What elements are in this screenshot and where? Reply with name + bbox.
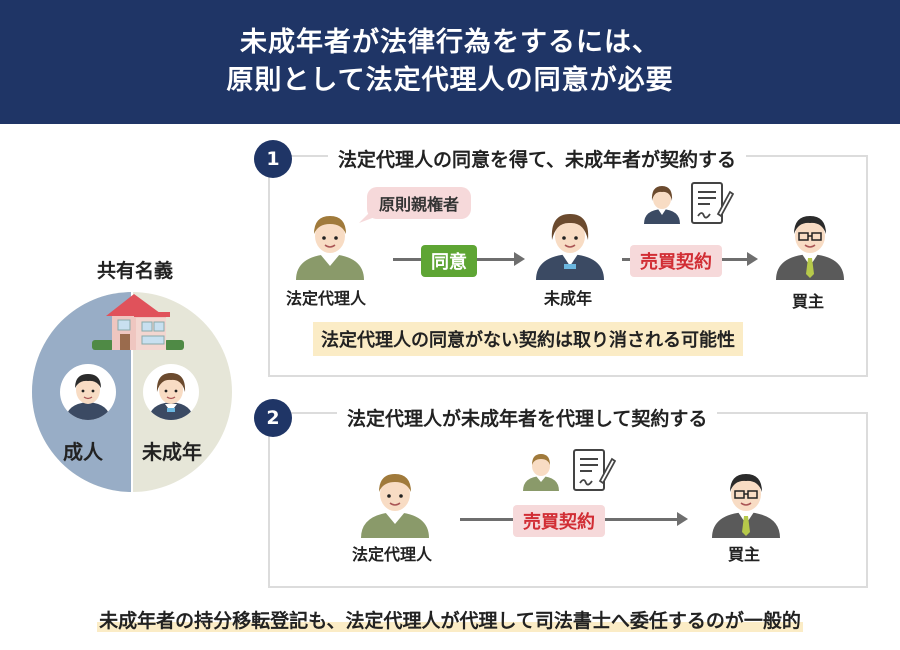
consent-badge: 同意 xyxy=(421,245,477,277)
section1-minor-label: 未成年 xyxy=(544,289,593,308)
section1-buyer-label: 買主 xyxy=(792,292,825,311)
parental-authority-bubble: 原則親権者 xyxy=(367,187,472,219)
section2-title: 法定代理人が未成年者を代理して契約する xyxy=(337,404,718,431)
agent-small-avatar-icon xyxy=(521,447,561,491)
sales-contract-badge-2: 売買契約 xyxy=(513,505,605,537)
header-banner: 未成年者が法律行為をするには、 原則として法定代理人の同意が必要 xyxy=(0,0,900,124)
contract-document-icon xyxy=(688,180,734,226)
bubble-tail-icon xyxy=(359,207,375,223)
header-title-line1: 未成年者が法律行為をするには、 xyxy=(240,27,660,58)
house-icon xyxy=(90,290,186,354)
section2-box xyxy=(268,412,868,588)
share-divider xyxy=(131,292,133,492)
legal-agent-figure-2 xyxy=(357,462,433,538)
sales-contract-badge-1: 売買契約 xyxy=(630,245,722,277)
section2-number-badge: 2 xyxy=(254,399,292,437)
joint-ownership-title: 共有名義 xyxy=(96,260,173,282)
adult-label: 成人 xyxy=(63,440,103,464)
header-title-line2: 原則として法定代理人の同意が必要 xyxy=(226,65,674,96)
adult-avatar xyxy=(60,364,116,420)
section1-number-badge: 1 xyxy=(254,140,292,178)
section1-agent-label: 法定代理人 xyxy=(286,289,367,308)
section2-agent-label: 法定代理人 xyxy=(352,545,433,564)
section2-buyer-label: 買主 xyxy=(728,545,761,564)
footer-note: 未成年者の持分移転登記も、法定代理人が代理して司法書士へ委任するのが一般的 xyxy=(0,606,900,633)
minor-figure xyxy=(532,204,608,280)
buyer-figure-2 xyxy=(708,462,784,538)
buyer-figure-1 xyxy=(772,204,848,280)
section1-title: 法定代理人の同意を得て、未成年者が契約する xyxy=(328,145,747,172)
minor-small-avatar-icon xyxy=(642,180,682,224)
legal-agent-figure xyxy=(292,204,368,280)
minor-avatar xyxy=(143,364,199,420)
contract-document-icon-2 xyxy=(570,447,616,493)
minor-label: 未成年 xyxy=(142,440,202,464)
footer-text: 未成年者の持分移転登記も、法定代理人が代理して司法書士へ委任するのが一般的 xyxy=(97,610,803,632)
cancellation-note: 法定代理人の同意がない契約は取り消される可能性 xyxy=(313,322,743,356)
